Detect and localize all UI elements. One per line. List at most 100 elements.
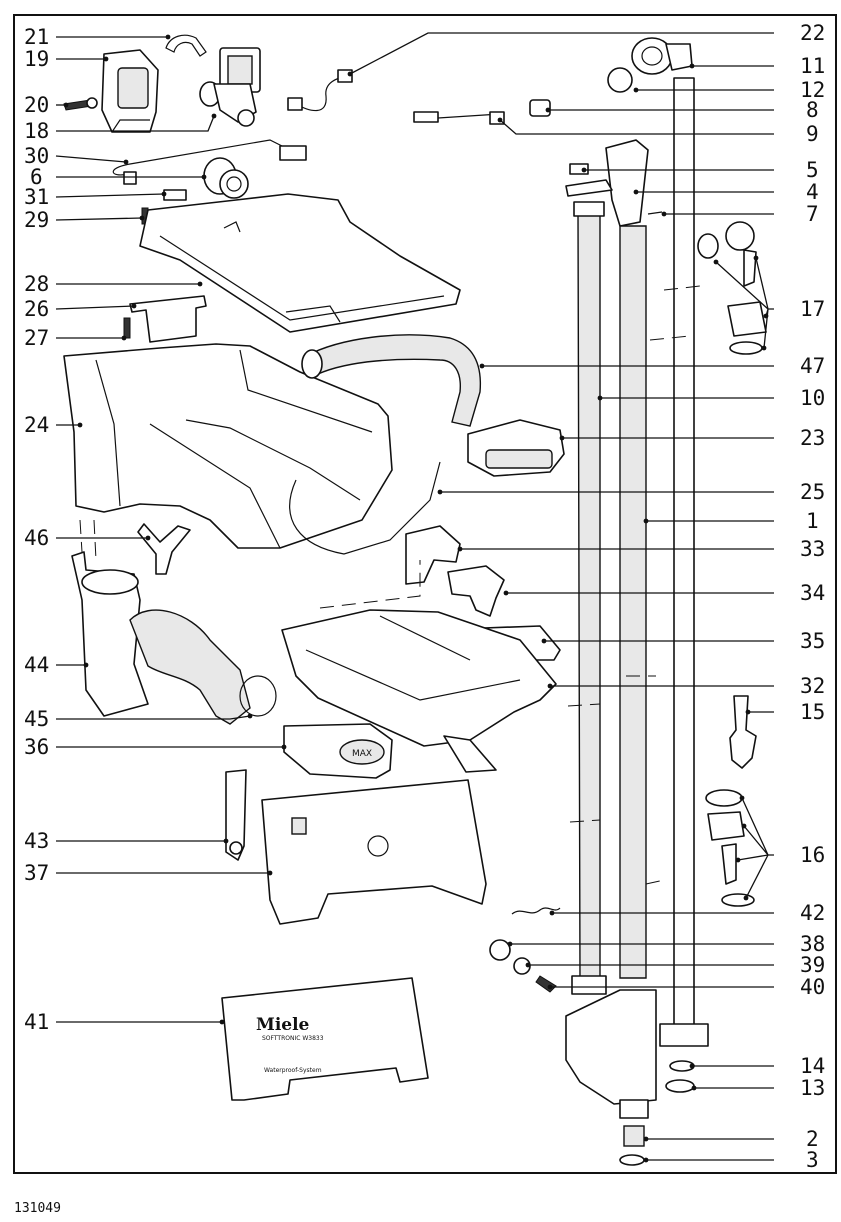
callout-2: 2: [806, 1127, 819, 1151]
part-31-connector: [163, 189, 187, 201]
assembly-guide-lines: [79, 285, 701, 885]
part-3-washer: [619, 1154, 645, 1166]
part-22-cable: [287, 69, 353, 112]
callout-8: 8: [806, 98, 819, 122]
callout-7: 7: [806, 202, 819, 226]
callout-12: 12: [800, 78, 825, 102]
callout-15: 15: [800, 700, 825, 724]
callout-46: 46: [24, 526, 49, 550]
diagram-frame: [13, 14, 837, 1174]
part-6-grommet: [203, 157, 249, 199]
part-38-grommet: [489, 939, 511, 961]
drawer-max-marking: MAX: [352, 749, 372, 759]
part-1-drain-hose: [619, 225, 647, 979]
part-25-bracket-wire: [289, 461, 441, 555]
callout-26: 26: [24, 297, 49, 321]
brand-logo: Miele: [256, 1015, 310, 1035]
callout-30: 30: [24, 144, 49, 168]
cover-model-text: SOFTTRONIC W3833: [262, 1035, 324, 1042]
part-45-bellows-hose: [129, 609, 277, 725]
callout-31: 31: [24, 185, 49, 209]
callout-25: 25: [800, 480, 825, 504]
callouts-right: 22 11 12 8 9 5 4 7 17 47 10 23 25 1 33 3…: [800, 21, 825, 1172]
callout-42: 42: [800, 901, 825, 925]
callout-43: 43: [24, 829, 49, 853]
callout-17: 17: [800, 297, 825, 321]
part-40-screw: [535, 975, 557, 993]
part-24-dispenser-housing: [63, 343, 393, 549]
part-8-9-sensor: [413, 99, 551, 125]
leader-lines: [55, 32, 774, 1161]
document-number: 131049: [14, 1201, 61, 1216]
part-36-drawer-handle: [283, 723, 393, 779]
callout-33: 33: [800, 537, 825, 561]
part-11-12-elbow: [607, 37, 693, 93]
callout-3: 3: [806, 1148, 819, 1172]
part-13-washer: [665, 1079, 695, 1093]
part-33-switch: [405, 525, 461, 585]
part-40-safety-housing: [565, 989, 657, 1119]
part-14-nut: [659, 1023, 709, 1047]
callout-4: 4: [806, 180, 819, 204]
callout-45: 45: [24, 707, 49, 731]
part-34-flap: [447, 565, 505, 617]
cover-system-text: Waterproof-System: [264, 1067, 322, 1074]
callout-5: 5: [806, 158, 819, 182]
part-32-drawer-frame: [281, 609, 557, 773]
part-20-screw: [63, 97, 98, 111]
callout-28: 28: [24, 272, 49, 296]
part-4-5-7-valve: [565, 139, 663, 227]
callout-27: 27: [24, 326, 49, 350]
callout-20: 20: [24, 93, 49, 117]
part-37-front-panel: [261, 779, 487, 925]
callout-23: 23: [800, 426, 825, 450]
part-43-clip: [225, 769, 247, 861]
callout-41: 41: [24, 1010, 49, 1034]
callout-18: 18: [24, 119, 49, 143]
callout-38: 38: [800, 932, 825, 956]
part-44-sump-housing: [71, 551, 149, 717]
callout-36: 36: [24, 735, 49, 759]
callout-10: 10: [800, 386, 825, 410]
callout-35: 35: [800, 629, 825, 653]
part-30-cable: [112, 139, 307, 185]
callout-34: 34: [800, 581, 825, 605]
callout-11: 11: [800, 54, 825, 78]
callout-1: 1: [806, 509, 819, 533]
part-28-cover-plate: [139, 193, 461, 333]
callout-47: 47: [800, 354, 825, 378]
callout-32: 32: [800, 674, 825, 698]
part-19-door-lock: [101, 49, 159, 133]
callout-29: 29: [24, 208, 49, 232]
callout-37: 37: [24, 861, 49, 885]
callout-14: 14: [800, 1054, 825, 1078]
part-11-outlet-pipe: [673, 77, 695, 1031]
part-10-inlet-hose: [571, 201, 607, 995]
part-15-connector: [729, 695, 757, 769]
part-47-hose: [301, 334, 482, 427]
part-23-valve-block: [467, 419, 565, 477]
part-26-clip: [129, 295, 207, 343]
part-2-filter: [623, 1125, 645, 1147]
part-41-cover-panel: Miele SOFTTRONIC W3833 Waterproof-System: [221, 977, 429, 1101]
part-21-bracket: [165, 34, 207, 57]
part-46-y-piece: [137, 523, 191, 575]
part-16-connector-set: [705, 789, 755, 907]
part-18-inlet-valve: [199, 47, 261, 127]
leader-dots: [63, 34, 769, 1163]
callouts-left: 21 19 20 18 30 6 31 29 28 26 27 24 46 44…: [24, 25, 49, 1034]
callout-16: 16: [800, 843, 825, 867]
callout-6: 6: [30, 165, 43, 189]
callout-39: 39: [800, 953, 825, 977]
callout-13: 13: [800, 1076, 825, 1100]
callout-9: 9: [806, 122, 819, 146]
callout-19: 19: [24, 47, 49, 71]
callout-21: 21: [24, 25, 49, 49]
part-42-spring: [511, 907, 561, 915]
callout-24: 24: [24, 413, 49, 437]
callout-40: 40: [800, 975, 825, 999]
part-17-elbow-set: [697, 221, 767, 355]
callout-22: 22: [800, 21, 825, 45]
callout-44: 44: [24, 653, 49, 677]
